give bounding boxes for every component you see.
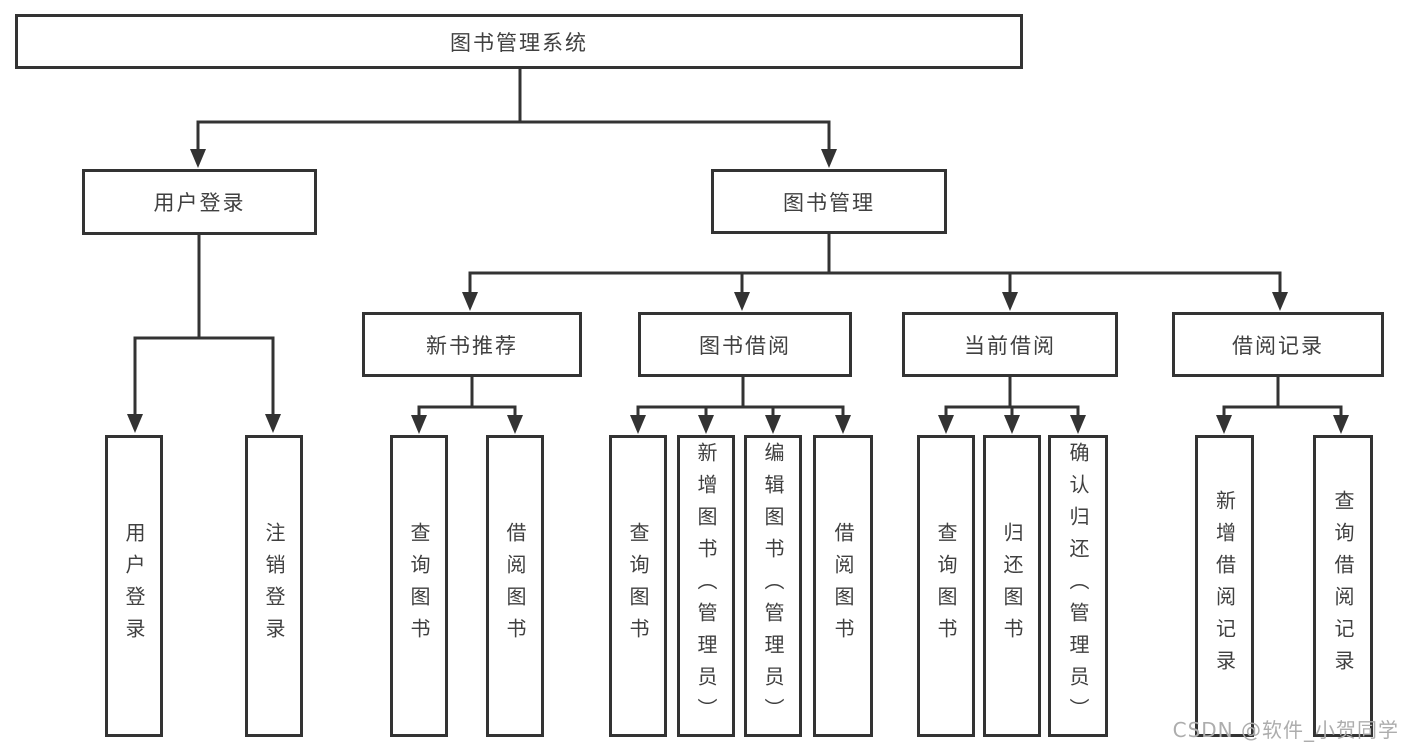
leaf-confirm-return-admin-label: 确认归还（管理员）	[1066, 442, 1090, 730]
leaf-query-borrow-record-label: 查询借阅记录	[1331, 490, 1355, 682]
leaf-borrow-books-recommend-label: 借阅图书	[503, 522, 527, 650]
node-user-login: 用户登录	[82, 169, 317, 235]
node-book-management: 图书管理	[711, 169, 947, 234]
node-root-label: 图书管理系统	[450, 30, 588, 55]
leaf-return-book-label: 归还图书	[1000, 522, 1024, 650]
node-new-book-recommend: 新书推荐	[362, 312, 582, 377]
leaf-borrow-books-recommend: 借阅图书	[486, 435, 544, 737]
leaf-borrow-books: 借阅图书	[813, 435, 873, 737]
leaf-query-books-current: 查询图书	[917, 435, 975, 737]
leaf-query-books-current-label: 查询图书	[934, 522, 958, 650]
leaf-add-borrow-record: 新增借阅记录	[1195, 435, 1254, 737]
leaf-user-login-label: 用户登录	[122, 522, 146, 650]
leaf-add-borrow-record-label: 新增借阅记录	[1212, 490, 1237, 682]
node-current-borrow: 当前借阅	[902, 312, 1118, 377]
leaf-edit-book-admin-label: 编辑图书（管理员）	[761, 442, 785, 730]
node-user-login-label: 用户登录	[153, 191, 246, 215]
node-borrow-records-label: 借阅记录	[1232, 333, 1324, 358]
leaf-add-book-admin-label: 新增图书（管理员）	[694, 442, 718, 730]
leaf-query-books-borrow: 查询图书	[609, 435, 667, 737]
leaf-add-book-admin: 新增图书（管理员）	[677, 435, 735, 737]
leaf-logout: 注销登录	[245, 435, 303, 737]
node-current-borrow-label: 当前借阅	[964, 333, 1056, 358]
csdn-watermark: CSDN @软件_小贺同学	[1172, 718, 1399, 742]
node-borrow-records: 借阅记录	[1172, 312, 1384, 377]
leaf-return-book: 归还图书	[983, 435, 1041, 737]
node-book-management-label: 图书管理	[783, 190, 875, 215]
leaf-edit-book-admin: 编辑图书（管理员）	[744, 435, 802, 737]
leaf-query-books-recommend-label: 查询图书	[407, 522, 431, 650]
node-new-book-recommend-label: 新书推荐	[426, 333, 518, 358]
leaf-borrow-books-label: 借阅图书	[831, 522, 855, 650]
leaf-query-borrow-record: 查询借阅记录	[1313, 435, 1373, 737]
leaf-query-books-borrow-label: 查询图书	[626, 522, 650, 650]
leaf-confirm-return-admin: 确认归还（管理员）	[1048, 435, 1108, 737]
leaf-user-login: 用户登录	[105, 435, 163, 737]
leaf-logout-label: 注销登录	[262, 522, 286, 650]
leaf-query-books-recommend: 查询图书	[390, 435, 448, 737]
node-book-borrow-label: 图书借阅	[699, 333, 791, 358]
node-root: 图书管理系统	[15, 14, 1023, 69]
node-book-borrow: 图书借阅	[638, 312, 852, 377]
